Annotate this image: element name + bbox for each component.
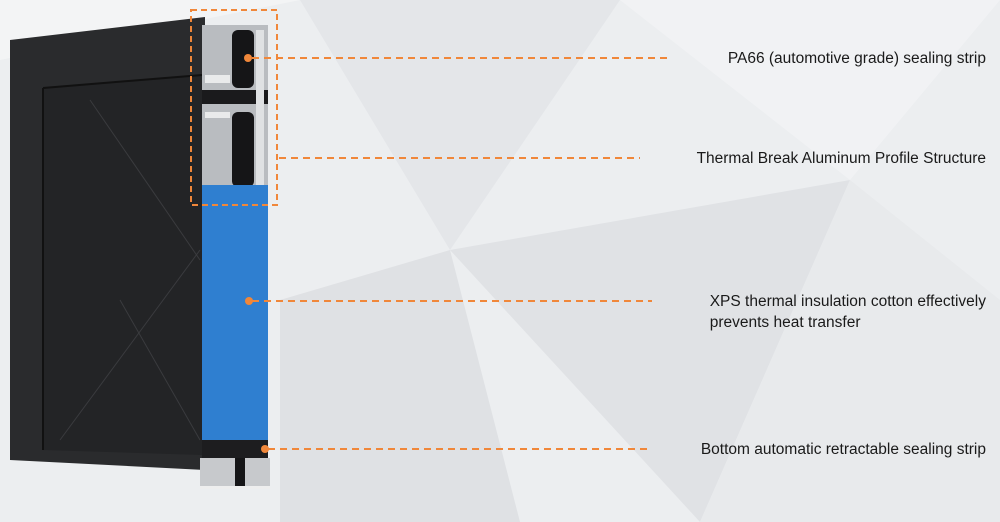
profile-highlight-box	[190, 9, 278, 206]
door-panel	[10, 17, 205, 470]
label-bottom-sealing-strip: Bottom automatic retractable sealing str…	[700, 441, 986, 458]
bottom-profile	[200, 440, 270, 489]
callout-dots	[244, 54, 269, 453]
callout-lines	[252, 57, 668, 450]
label-profile-structure: Thermal Break Aluminum Profile Structure	[696, 150, 986, 167]
label-xps-line1: XPS thermal insulation cotton effectivel…	[709, 293, 986, 310]
label-xps-insulation: XPS thermal insulation cotton effectivel…	[710, 291, 986, 333]
aluminum-profile	[202, 25, 268, 187]
xps-insulation	[202, 185, 268, 440]
label-xps-line2: prevents heat transfer	[709, 314, 861, 331]
label-sealing-strip: PA66 (automotive grade) sealing strip	[727, 50, 986, 67]
